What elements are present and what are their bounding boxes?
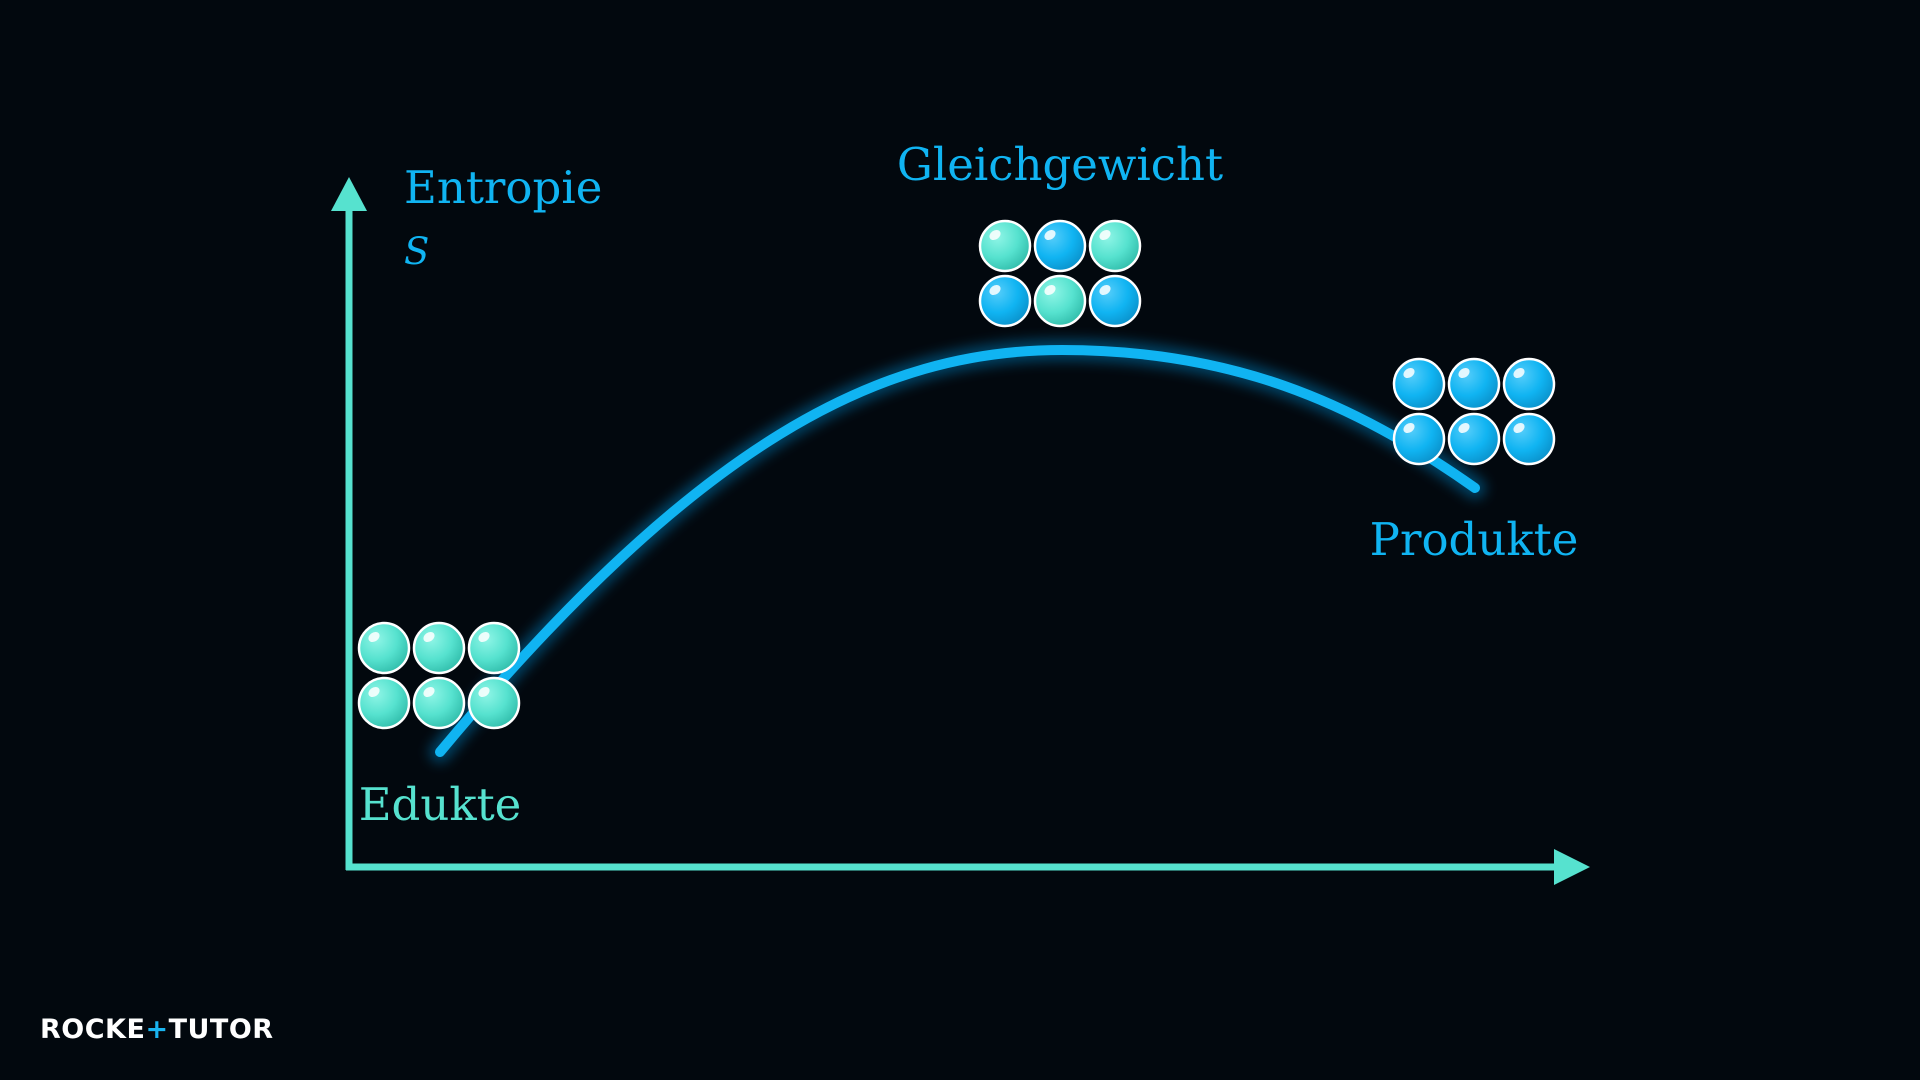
sphere-highlight xyxy=(1403,367,1415,379)
sphere-icon xyxy=(412,676,466,730)
sphere-highlight xyxy=(1044,229,1056,241)
sphere-highlight xyxy=(1403,422,1415,434)
sphere-highlight xyxy=(1513,367,1525,379)
sphere-highlight xyxy=(1458,367,1470,379)
sphere-highlight xyxy=(989,229,1001,241)
sphere-highlight xyxy=(423,686,435,698)
sphere-icon xyxy=(1392,357,1446,411)
sphere-icon xyxy=(1392,412,1446,466)
sphere-icon xyxy=(1502,412,1556,466)
sphere-icon xyxy=(1447,357,1501,411)
sphere-icon xyxy=(1088,274,1142,328)
sphere-highlight xyxy=(368,686,380,698)
product-particles xyxy=(1392,357,1556,466)
label-reactants: Edukte xyxy=(359,778,522,831)
sphere-icon xyxy=(357,676,411,730)
y-axis-title: Entropie xyxy=(404,161,602,214)
entropy-curve xyxy=(435,344,1480,757)
sphere-highlight xyxy=(478,631,490,643)
rockettutor-logo: ROCKE+TUTOR xyxy=(40,1009,274,1049)
sphere-icon xyxy=(1088,219,1142,273)
logo-text-part1: ROCKE xyxy=(40,1013,146,1045)
sphere-highlight xyxy=(478,686,490,698)
arrow-right-icon xyxy=(1554,849,1590,885)
sphere-highlight xyxy=(423,631,435,643)
sphere-icon xyxy=(357,621,411,675)
sphere-icon xyxy=(467,621,521,675)
logo-text-part2: TUTOR xyxy=(168,1013,274,1045)
sphere-highlight xyxy=(989,284,1001,296)
sphere-highlight xyxy=(1044,284,1056,296)
sphere-icon xyxy=(1502,357,1556,411)
sphere-highlight xyxy=(368,631,380,643)
arrow-up-icon xyxy=(331,177,367,211)
logo-plus: + xyxy=(145,1013,169,1045)
entropy-curve-glow xyxy=(429,338,1486,763)
reactant-particles xyxy=(357,621,521,730)
sphere-icon xyxy=(978,219,1032,273)
y-axis-symbol: S xyxy=(404,230,429,273)
sphere-highlight xyxy=(1513,422,1525,434)
sphere-icon xyxy=(1033,274,1087,328)
sphere-highlight xyxy=(1458,422,1470,434)
sphere-icon xyxy=(1033,219,1087,273)
equilibrium-particles xyxy=(978,219,1142,328)
sphere-highlight xyxy=(1099,229,1111,241)
label-equilibrium: Gleichgewicht xyxy=(897,138,1223,191)
label-products: Produkte xyxy=(1370,513,1579,566)
sphere-icon xyxy=(1447,412,1501,466)
sphere-icon xyxy=(412,621,466,675)
sphere-highlight xyxy=(1099,284,1111,296)
sphere-icon xyxy=(467,676,521,730)
sphere-icon xyxy=(978,274,1032,328)
